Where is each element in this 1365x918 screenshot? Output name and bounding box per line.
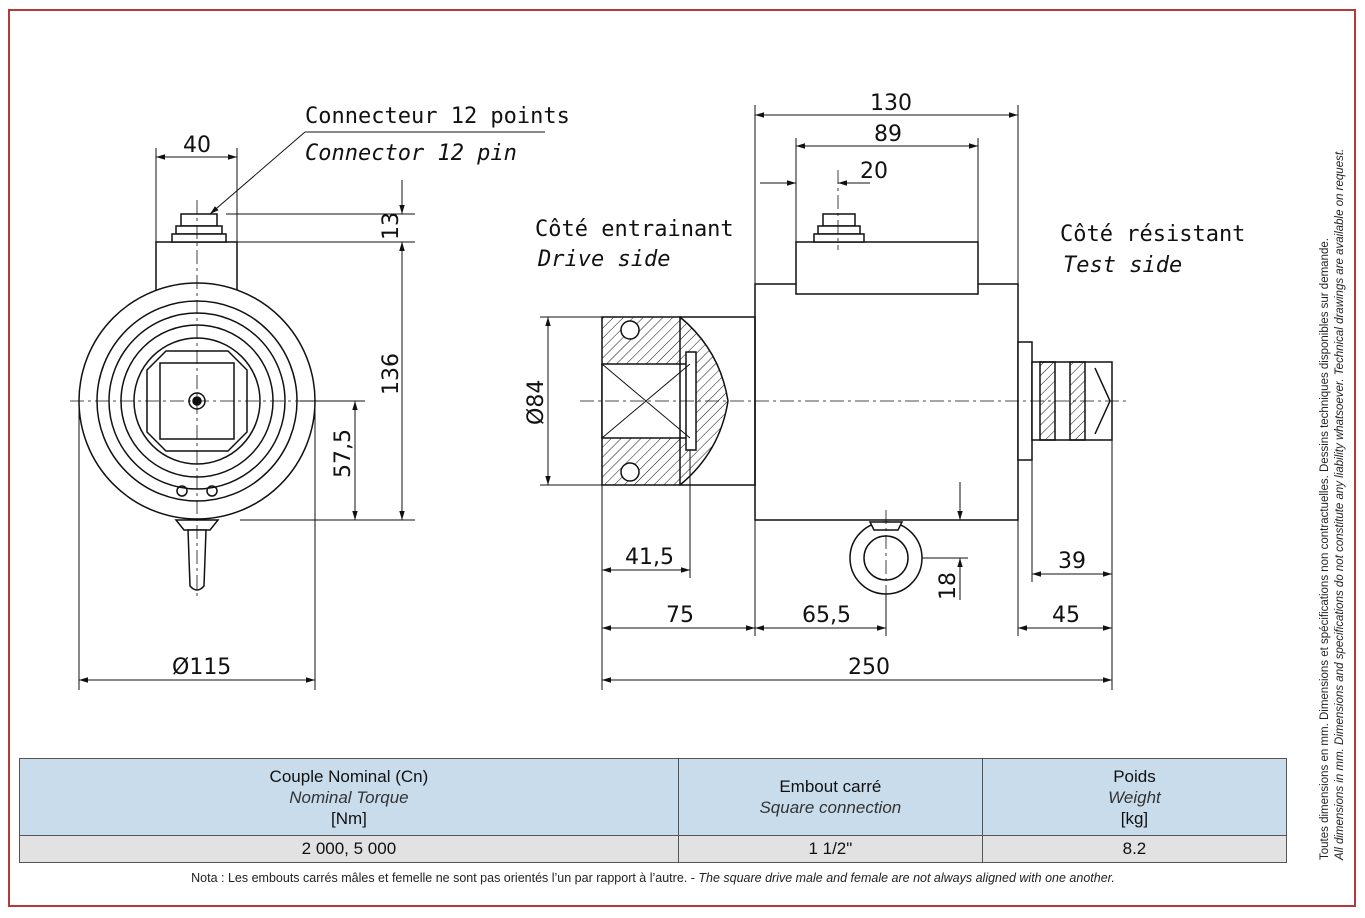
spec-table: Couple Nominal (Cn) Nominal Torque [Nm] … bbox=[19, 758, 1288, 863]
dim-45: 45 bbox=[1052, 603, 1080, 628]
connector-label-fr: Connecteur 12 points bbox=[305, 104, 570, 129]
dim-40: 40 bbox=[183, 133, 211, 158]
dim-136: 136 bbox=[379, 353, 404, 395]
dim-250: 250 bbox=[848, 655, 890, 680]
side-view bbox=[601, 213, 1113, 595]
footnote: Nota : Les embouts carrés mâles et femel… bbox=[19, 871, 1287, 885]
front-centerlines bbox=[70, 200, 330, 600]
dim-130: 130 bbox=[870, 91, 912, 116]
dim-18: 18 bbox=[936, 572, 961, 600]
dim-41-5: 41,5 bbox=[625, 545, 674, 570]
dim-13: 13 bbox=[379, 212, 404, 240]
footnote-en: The square drive male and female are not… bbox=[698, 871, 1115, 885]
page-frame bbox=[8, 9, 1356, 907]
table-header-row: Couple Nominal (Cn) Nominal Torque [Nm] … bbox=[19, 758, 1288, 836]
dim-89: 89 bbox=[874, 122, 902, 147]
cell-square: 1 1/2" bbox=[677, 835, 983, 863]
cell-torque: 2 000, 5 000 bbox=[19, 835, 679, 863]
test-side-label-fr: Côté résistant bbox=[1060, 222, 1245, 247]
dim-84: Ø84 bbox=[524, 380, 549, 425]
dim-39: 39 bbox=[1058, 549, 1086, 574]
side-disclaimer-en: All dimensions in mm. Dimensions and spe… bbox=[1334, 148, 1346, 860]
dim-75: 75 bbox=[666, 603, 694, 628]
drive-side-label-en: Drive side bbox=[537, 247, 670, 272]
header-weight: Poids Weight [kg] bbox=[981, 758, 1288, 836]
cell-weight: 8.2 bbox=[981, 835, 1288, 863]
side-disclaimer-fr: Toutes dimensions en mm. Dimensions et s… bbox=[1319, 238, 1331, 860]
dim-20: 20 bbox=[860, 159, 888, 184]
table-row: 2 000, 5 000 1 1/2" 8.2 bbox=[19, 835, 1288, 863]
drawing-labels: Connecteur 12 points Connector 12 pin Cô… bbox=[305, 104, 1245, 278]
test-side-label-en: Test side bbox=[1063, 253, 1182, 278]
drive-side-label-fr: Côté entrainant bbox=[535, 217, 734, 242]
footnote-fr: Nota : Les embouts carrés mâles et femel… bbox=[191, 871, 695, 885]
connector-label-en: Connector 12 pin bbox=[305, 141, 517, 166]
dim-57-5: 57,5 bbox=[331, 429, 356, 478]
front-dimensions bbox=[78, 131, 545, 690]
side-disclaimer: Toutes dimensions en mm. Dimensions et s… bbox=[1318, 149, 1348, 860]
dim-65-5: 65,5 bbox=[802, 603, 851, 628]
dimension-values: 40 13 136 57,5 Ø115 130 89 20 Ø84 41,5 7… bbox=[172, 91, 1086, 680]
header-square-connection: Embout carré Square connection bbox=[677, 758, 983, 836]
dim-115: Ø115 bbox=[172, 655, 231, 680]
side-dimensions bbox=[540, 105, 1113, 690]
header-nominal-torque: Couple Nominal (Cn) Nominal Torque [Nm] bbox=[19, 758, 679, 836]
